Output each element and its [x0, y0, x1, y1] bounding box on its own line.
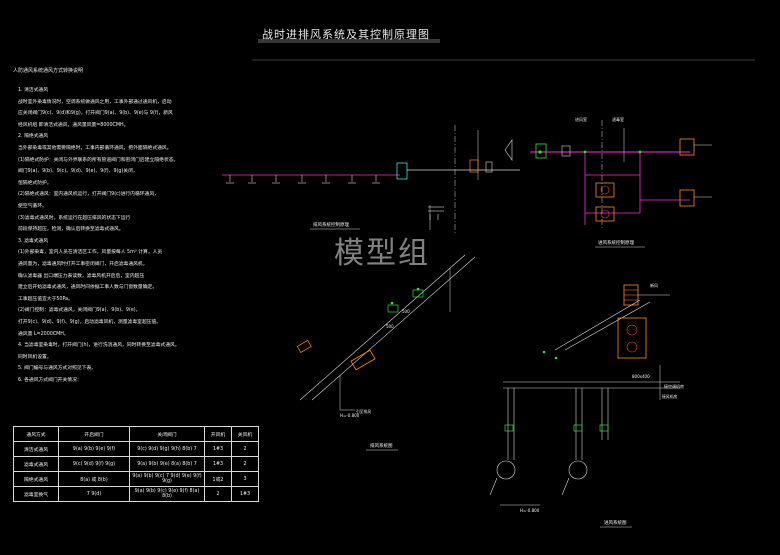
axon-valve-symbol [599, 424, 609, 432]
note-line: (2)阀门控制：滤毒式通风，关闭阀门9(a)、9(b)、9(e)， [18, 308, 141, 314]
blast-valve-symbol [469, 159, 479, 173]
table-cell: 2 [231, 441, 259, 457]
note-line: 4. 当滤毒室染毒时，打开阀门(h)，进行洗消通风，同时转换至滤毒式通风。 [18, 343, 180, 349]
valve-symbol [485, 161, 493, 173]
table-cell: 2 [204, 486, 232, 502]
table-row: 清洁式通风 9(a) 9(b) 9(e) 9(f) 9(c) 9(d) 9(g)… [13, 441, 259, 457]
note-line: 通风量 L=2000CMH。 [18, 331, 69, 337]
note-line: 前段保持超压，检测，确认后转换至滤毒式通风。 [18, 227, 124, 233]
intake-valve-symbol [535, 143, 547, 159]
note-line: 经风机组 即清洁式通风，通风量风量=8000CMH。 [18, 122, 129, 128]
axon-valve-symbol [296, 339, 312, 353]
filter-core-symbol [626, 324, 638, 336]
exhaust-fan-symbol [396, 162, 408, 180]
exhaust-outlet-symbol [504, 139, 513, 161]
watermark: 模型组 [334, 236, 430, 271]
filter-room-label: 滤毒室 [612, 116, 624, 122]
note-line: 6. 各通风方式阀门开关情况： [18, 378, 82, 383]
note-line: 应关闭阀门9(c)、9(d)和9(g)，打开阀门9(a)、9(b)、9(e)与 … [18, 111, 173, 117]
axon-outlet [561, 477, 570, 496]
exhaust-axonometric [296, 254, 476, 411]
valve-node [554, 356, 558, 360]
airlock-symbols [428, 206, 444, 220]
elevation-label: H=-0.800 [340, 413, 360, 418]
note-line: 通风量为，滤毒通风时打开工事密闭阀门，开启滤毒通风机， [18, 262, 148, 267]
note-line: 2. 隔绝式通风 [18, 134, 49, 140]
note-line: (1)外部染毒，室内人员在清洁区工作，风量按每人 5m³ 计算，人员 [18, 250, 163, 256]
valve-node [538, 150, 542, 154]
dimension-label: 500 [402, 309, 410, 314]
axon-valve-symbol [387, 304, 399, 313]
notes-heading: 人防通风系统通风方式转换说明 [13, 68, 84, 74]
intake-fan-symbol [679, 138, 695, 156]
note-line: (3)滤毒式通风时，系统运行在超压排风的状态下运行 [18, 215, 131, 221]
valve-symbol [561, 145, 571, 157]
note-label: 新风 [650, 282, 658, 288]
note-label: 引至排风 [356, 409, 371, 414]
valve-schedule-table: 通风方式 开启阀门 关闭阀门 开风机 关风机 清洁式通风 9(a) 9(b) 9… [13, 426, 259, 502]
axon-filter-bank [617, 317, 647, 359]
table-cell: 7 9(d) [58, 486, 130, 502]
note-line: 3. 滤毒式通风 [18, 238, 49, 244]
note-line: (2)隔绝式通风：室内通风机运行，打开阀门9(c)进行内循环通风， [18, 192, 159, 198]
note-line: 工事超压值宜大于50Pa。 [18, 296, 73, 302]
note-line: (1)隔绝式防护：关闭与外界联系的所有管道阀门和密闭门后建立隔绝状态。 [18, 157, 179, 163]
filter-core-symbol [600, 185, 610, 195]
valve-node [638, 150, 642, 154]
intake-axonometric [489, 284, 680, 506]
note-line: 5. 阀门编号与通风方式对照见下表。 [18, 366, 97, 372]
note-line: 使空气循环。 [18, 204, 47, 209]
intake-control-schematic [530, 120, 712, 230]
table-row: 滤毒室换气 7 9(d) 9(a) 9(b) 9(c) 9(e) 9(f) 8(… [13, 486, 259, 502]
note-line: 战时室外染毒情况时，空调系统做通风之用，工事外部通过通风机，启动 [18, 99, 172, 105]
axon-valve-symbol [573, 424, 583, 432]
table-cell: 1#3 [231, 486, 259, 502]
dimension-label: 500 [386, 324, 394, 329]
exhaust-control-schematic [222, 125, 520, 235]
axon-duct-line [564, 301, 651, 351]
elevation-label: H=-0.800 [520, 508, 540, 513]
filter-core-symbol [600, 209, 610, 219]
note-line: 确认滤毒器 出口端压力表读数，滤毒风机开启后，室内超压 [18, 273, 145, 279]
axon-fan-symbol [350, 349, 376, 371]
intake-system-caption: 进风系统控制原理 [598, 239, 634, 246]
axon-duct-line [311, 256, 476, 401]
filter-core-symbol [626, 341, 638, 353]
axon-duct-line [554, 299, 641, 351]
intake-room-label: 进风室 [575, 116, 587, 122]
intake-fan-symbol [679, 189, 695, 207]
axon-fan-symbol [568, 460, 588, 480]
table-header-row: 通风方式 开启阀门 关闭阀门 开风机 关风机 [13, 426, 259, 442]
axon-fan-symbol [496, 460, 516, 480]
intake-axon-caption: 进风系统图 [604, 519, 627, 526]
exhaust-system-caption: 排风系统控制原理 [313, 221, 349, 228]
axon-duct-line [299, 254, 466, 401]
dimension-label: 800x400 [632, 374, 650, 379]
note-line: 当外部染毒或其他需要隔绝时，工事内部循环通风，把外面隔绝式通风。 [18, 146, 172, 151]
exhaust-grilles [226, 175, 380, 184]
note-line: 建立后开始滤毒式通风，通风时间依据工事人数与门窗数量确定。 [18, 285, 158, 291]
note-line: 打开9(c)、9(d)、9(f)、9(g)，启动滤毒风机，测量滤毒室超压值。 [18, 320, 162, 325]
exhaust-axon-caption: 排风系统图 [370, 442, 393, 449]
valve-node [542, 350, 546, 354]
valve-node [583, 150, 587, 154]
note-line: 阀门9(a)、9(b)、9(c)、9(d)、9(e)、9(f)、9(g)关闭， [18, 169, 138, 175]
note-label: 接风机房 [662, 394, 677, 399]
note-line: 恒隔绝式防护。 [18, 180, 52, 186]
valve-node [390, 301, 394, 305]
note-line: 同时风机设置。 [18, 354, 52, 360]
note-label: 接空调机房 [664, 383, 684, 389]
valve-node [416, 287, 420, 291]
filter-unit-symbol [595, 206, 615, 222]
axon-outlet [489, 477, 498, 496]
filter-unit-symbol [595, 182, 615, 198]
axon-valve-symbol [504, 424, 514, 432]
note-line: 1. 清洁式通风 [18, 88, 49, 93]
drawing-title: 战时进排风系统及其控制原理图 [262, 28, 430, 41]
